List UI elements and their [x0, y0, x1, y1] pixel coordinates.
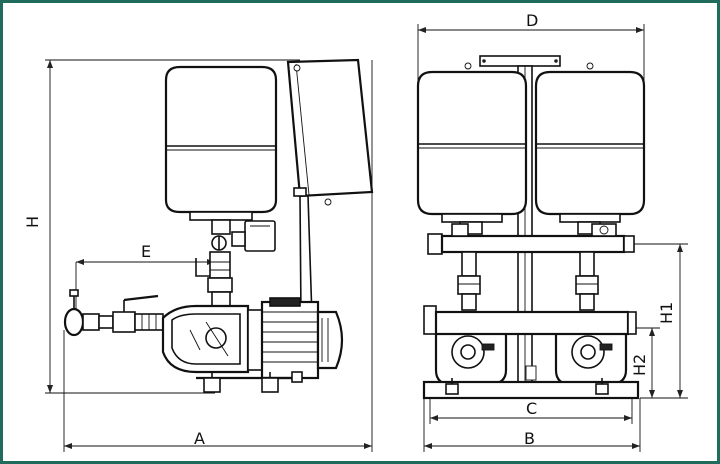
dim-label-e: E	[141, 242, 151, 261]
inlet-manifold-side	[63, 289, 164, 337]
dim-label-h1: H1	[657, 302, 676, 324]
dimension-a: A	[63, 60, 373, 452]
front-view: D H1 H2 C	[416, 11, 688, 452]
pressure-tank-side	[164, 65, 278, 235]
suction-manifold-front	[423, 305, 637, 336]
dimension-c: C	[429, 398, 633, 424]
control-box-side	[286, 58, 374, 319]
dimension-b: B	[423, 398, 641, 452]
dim-label-b: B	[524, 429, 535, 448]
pump-body-side	[161, 297, 344, 380]
dim-label-c: C	[526, 399, 537, 418]
pressure-switch-side	[195, 220, 276, 311]
pump-right-front	[554, 251, 628, 386]
dim-label-h2: H2	[630, 354, 649, 376]
pressure-tank-right	[534, 62, 646, 235]
base-side	[196, 371, 303, 393]
dimension-h: H	[23, 59, 300, 394]
delivery-manifold-front	[427, 223, 635, 255]
dim-label-d: D	[526, 11, 538, 30]
pressure-tank-left	[416, 62, 528, 235]
side-view: H E A	[23, 58, 374, 452]
base-front	[422, 378, 640, 400]
dim-label-a: A	[194, 429, 205, 448]
dimension-h1: H1	[628, 243, 688, 399]
dim-label-h: H	[23, 216, 42, 228]
